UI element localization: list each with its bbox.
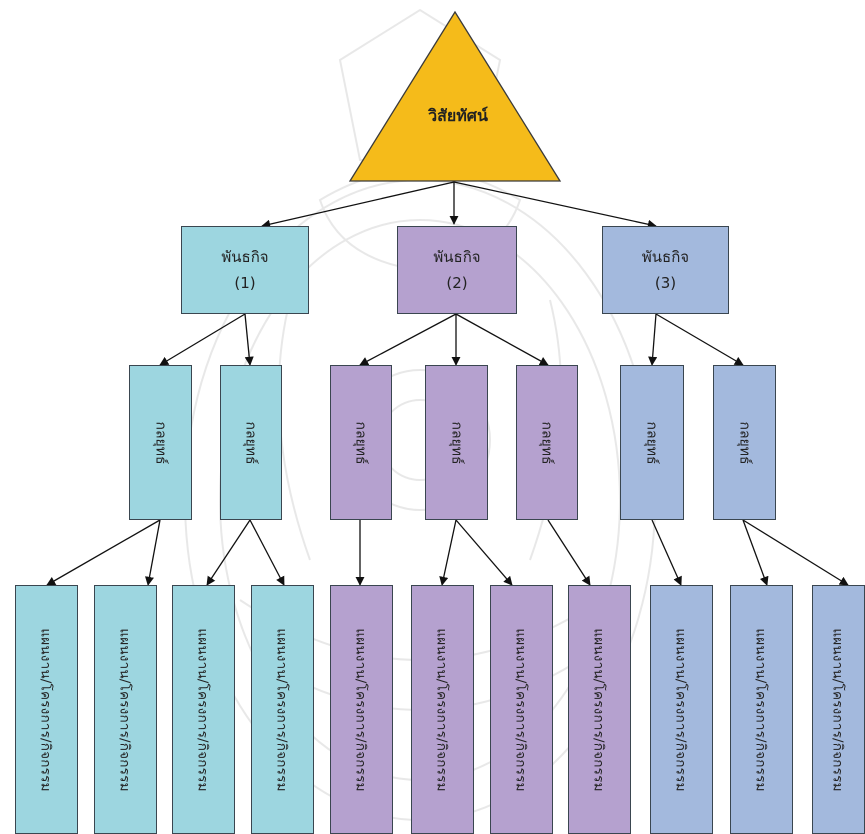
project-box-10: แผนงาน/โครงการ/กิจกรรม xyxy=(730,585,793,834)
arrow-strategy-7-to-project-11 xyxy=(742,519,849,586)
mission-1-label: พันธกิจ xyxy=(221,247,269,266)
strategy-4-label: กลยุทธ์ xyxy=(448,420,465,465)
arrow-strategy-5-to-project-8 xyxy=(547,519,591,586)
project-3-label: แผนงาน/โครงการ/กิจกรรม xyxy=(194,627,211,792)
strategy-box-2: กลยุทธ์ xyxy=(220,365,282,520)
strategy-1-label: กลยุทธ์ xyxy=(152,420,169,465)
strategy-6-label: กลยุทธ์ xyxy=(643,420,660,465)
arrow-strategy-6-to-project-9 xyxy=(651,519,682,586)
arrow-strategy-4-to-project-6 xyxy=(439,519,457,586)
arrow-strategy-4-to-project-7 xyxy=(455,519,513,586)
project-11-label: แผนงาน/โครงการ/กิจกรรม xyxy=(829,627,846,792)
strategy-3-label: กลยุทธ์ xyxy=(352,420,369,465)
project-box-7: แผนงาน/โครงการ/กิจกรรม xyxy=(490,585,553,834)
project-9-label: แผนงาน/โครงการ/กิจกรรม xyxy=(672,627,689,792)
project-7-label: แผนงาน/โครงการ/กิจกรรม xyxy=(512,627,529,792)
arrow-mission-1-to-strategy-1 xyxy=(159,313,246,366)
mission-2-number: (2) xyxy=(446,274,468,292)
project-box-2: แผนงาน/โครงการ/กิจกรรม xyxy=(94,585,157,834)
project-box-6: แผนงาน/โครงการ/กิจกรรม xyxy=(411,585,474,834)
strategy-box-6: กลยุทธ์ xyxy=(620,365,684,520)
strategy-7-label: กลยุทธ์ xyxy=(736,420,753,465)
project-2-label: แผนงาน/โครงการ/กิจกรรม xyxy=(116,627,133,792)
project-box-5: แผนงาน/โครงการ/กิจกรรม xyxy=(330,585,393,834)
vision-triangle xyxy=(348,10,562,182)
mission-3-label: พันธกิจ xyxy=(641,247,690,266)
arrow-strategy-7-to-project-10 xyxy=(742,519,769,586)
arrow-mission-3-to-strategy-7 xyxy=(655,313,744,366)
arrow-mission-3-to-strategy-6 xyxy=(648,313,658,366)
mission-box-3: พันธกิจ (3) xyxy=(602,226,729,314)
project-1-label: แผนงาน/โครงการ/กิจกรรม xyxy=(37,627,54,792)
strategy-5-label: กลยุทธ์ xyxy=(538,420,555,465)
arrow-mission-2-to-strategy-5 xyxy=(455,313,549,366)
project-box-11: แผนงาน/โครงการ/กิจกรรม xyxy=(812,585,865,834)
strategy-box-1: กลยุทธ์ xyxy=(129,365,192,520)
arrow-vision-to-mission-1 xyxy=(261,181,455,229)
arrow-vision-to-mission-3 xyxy=(453,181,657,229)
arrow-mission-1-to-strategy-2 xyxy=(244,313,254,366)
project-box-9: แผนงาน/โครงการ/กิจกรรม xyxy=(650,585,713,834)
project-box-8: แผนงาน/โครงการ/กิจกรรม xyxy=(568,585,631,834)
mission-1-number: (1) xyxy=(234,274,256,292)
arrow-strategy-2-to-project-4 xyxy=(249,519,285,586)
project-box-4: แผนงาน/โครงการ/กิจกรรม xyxy=(251,585,314,834)
strategy-box-7: กลยุทธ์ xyxy=(713,365,776,520)
strategy-box-5: กลยุทธ์ xyxy=(516,365,578,520)
arrow-strategy-1-to-project-1 xyxy=(46,519,161,586)
strategy-2-label: กลยุทธ์ xyxy=(242,420,259,465)
arrow-mission-2-to-strategy-3 xyxy=(359,313,457,366)
project-box-3: แผนงาน/โครงการ/กิจกรรม xyxy=(172,585,235,834)
project-8-label: แผนงาน/โครงการ/กิจกรรม xyxy=(590,627,607,792)
arrow-strategy-1-to-project-2 xyxy=(145,519,161,586)
strategy-box-4: กลยุทธ์ xyxy=(425,365,488,520)
project-10-label: แผนงาน/โครงการ/กิจกรรม xyxy=(752,627,769,792)
strategy-box-3: กลยุทธ์ xyxy=(330,365,392,520)
mission-box-1: พันธกิจ (1) xyxy=(181,226,309,314)
project-box-1: แผนงาน/โครงการ/กิจกรรม xyxy=(15,585,78,834)
arrow-strategy-2-to-project-3 xyxy=(206,519,251,586)
project-5-label: แผนงาน/โครงการ/กิจกรรม xyxy=(352,627,369,792)
project-6-label: แผนงาน/โครงการ/กิจกรรม xyxy=(433,627,450,792)
project-4-label: แผนงาน/โครงการ/กิจกรรม xyxy=(273,627,290,792)
vision-label: วิสัยทัศน์ xyxy=(428,106,488,125)
mission-box-2: พันธกิจ (2) xyxy=(397,226,517,314)
mission-3-number: (3) xyxy=(654,274,677,292)
mission-2-label: พันธกิจ xyxy=(433,247,481,266)
